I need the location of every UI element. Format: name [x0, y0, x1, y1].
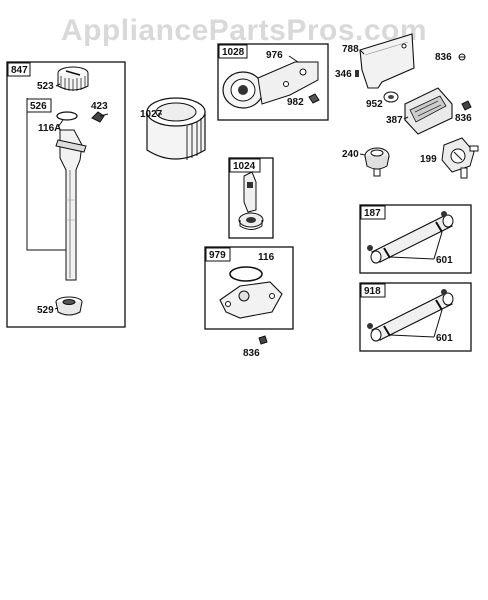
dipstick-cap-part: [57, 66, 89, 91]
oil-filter-1027-part: [146, 97, 206, 160]
screw-836-right-part: [461, 100, 472, 111]
part-label-601-a: 601: [436, 255, 453, 266]
valve-240-part: [364, 147, 390, 177]
group-label-979: 979: [209, 250, 226, 261]
group-label-847: 847: [11, 65, 28, 76]
part-label-240: 240: [342, 149, 359, 160]
group-label-526: 526: [30, 101, 47, 112]
part-label-601-b: 601: [436, 333, 453, 344]
group-1028: 1028 976 982: [217, 43, 329, 121]
group-187: 187 601: [359, 204, 472, 274]
group-label-918: 918: [364, 286, 381, 297]
screw-982-part: [308, 93, 320, 104]
part-label-982: 982: [287, 97, 304, 108]
part-label-387: 387: [386, 115, 403, 126]
part-label-836-bottom: 836: [243, 348, 260, 359]
screw-836-bottom-part: [258, 335, 268, 345]
oil-filter-adapter-part: [222, 61, 319, 109]
nut-952-part: [383, 91, 399, 103]
group-847: 847 526 523 116A 423: [6, 61, 126, 328]
gasket-116-part: [229, 266, 263, 282]
part-label-523: 523: [37, 81, 54, 92]
part-label-836-top: 836: [435, 52, 452, 63]
part-label-788: 788: [342, 44, 359, 55]
group-979: 979 116: [204, 246, 294, 330]
part-label-952: 952: [366, 99, 383, 110]
group-1024: 1024: [228, 157, 274, 239]
group-label-1024: 1024: [233, 161, 256, 172]
group-label-1028: 1028: [222, 47, 245, 58]
screw-423-part: [91, 111, 109, 123]
hose-918-part: [367, 289, 454, 342]
group-label-187: 187: [364, 208, 381, 219]
filter-199-part: [441, 137, 479, 179]
part-label-346: 346: [335, 69, 352, 80]
part-label-976: 976: [266, 50, 283, 61]
part-label-199: 199: [420, 154, 437, 165]
grommet-529-part: [55, 296, 83, 316]
part-label-116a: 116A: [38, 123, 61, 134]
bracket-788-part: [359, 33, 415, 89]
dipstick-tube-part: [55, 129, 87, 281]
part-label-529: 529: [37, 305, 54, 316]
part-label-836-right: 836: [455, 113, 472, 124]
housing-387-part: [404, 87, 453, 135]
screw-836-top-part: [458, 53, 466, 61]
screw-346-part: [355, 70, 359, 77]
group-918: 918 601: [359, 282, 472, 352]
pump-shaft-part: [238, 171, 264, 230]
part-label-116: 116: [258, 252, 275, 263]
hose-187-part: [367, 211, 454, 264]
part-label-1027: 1027: [140, 109, 163, 120]
watermark: AppliancePartsPros.com: [60, 14, 428, 47]
part-label-423: 423: [91, 101, 108, 112]
pump-cover-part: [219, 281, 283, 319]
